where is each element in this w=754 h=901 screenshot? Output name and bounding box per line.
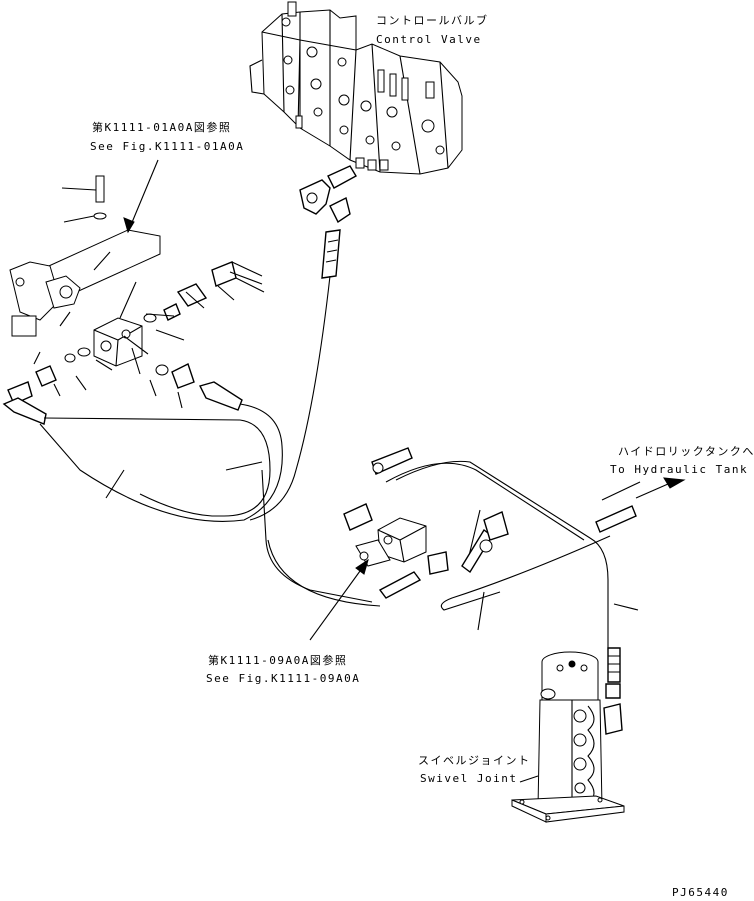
upper-left-bracket-assembly <box>2 175 265 425</box>
middle-valve-block <box>343 503 509 575</box>
swivel-joint-label-jp: スイベルジョイント <box>418 754 531 767</box>
control-valve <box>249 1 463 175</box>
control-valve-label-jp: コントロールバルブ <box>376 14 489 27</box>
ref-top-label-jp: 第K1111-01A0A図参照 <box>92 121 232 134</box>
leader-lines <box>105 159 686 783</box>
ref-mid-label-jp: 第K1111-09A0A図参照 <box>208 654 348 667</box>
control-valve-fittings <box>299 165 357 279</box>
hydraulic-tank-label-jp: ハイドロリックタンクへ <box>618 445 754 458</box>
hydraulic-tank-label-en: To Hydraulic Tank <box>610 463 749 476</box>
ref-mid-label-en: See Fig.K1111-09A0A <box>206 672 361 685</box>
hose-lines <box>39 275 611 650</box>
drawing-number: PJ65440 <box>672 886 729 899</box>
control-valve-label-en: Control Valve <box>376 33 482 46</box>
ref-top-label-en: See Fig.K1111-01A0A <box>90 140 245 153</box>
swivel-joint-label-en: Swivel Joint <box>420 772 518 785</box>
swivel-joint <box>511 651 625 823</box>
